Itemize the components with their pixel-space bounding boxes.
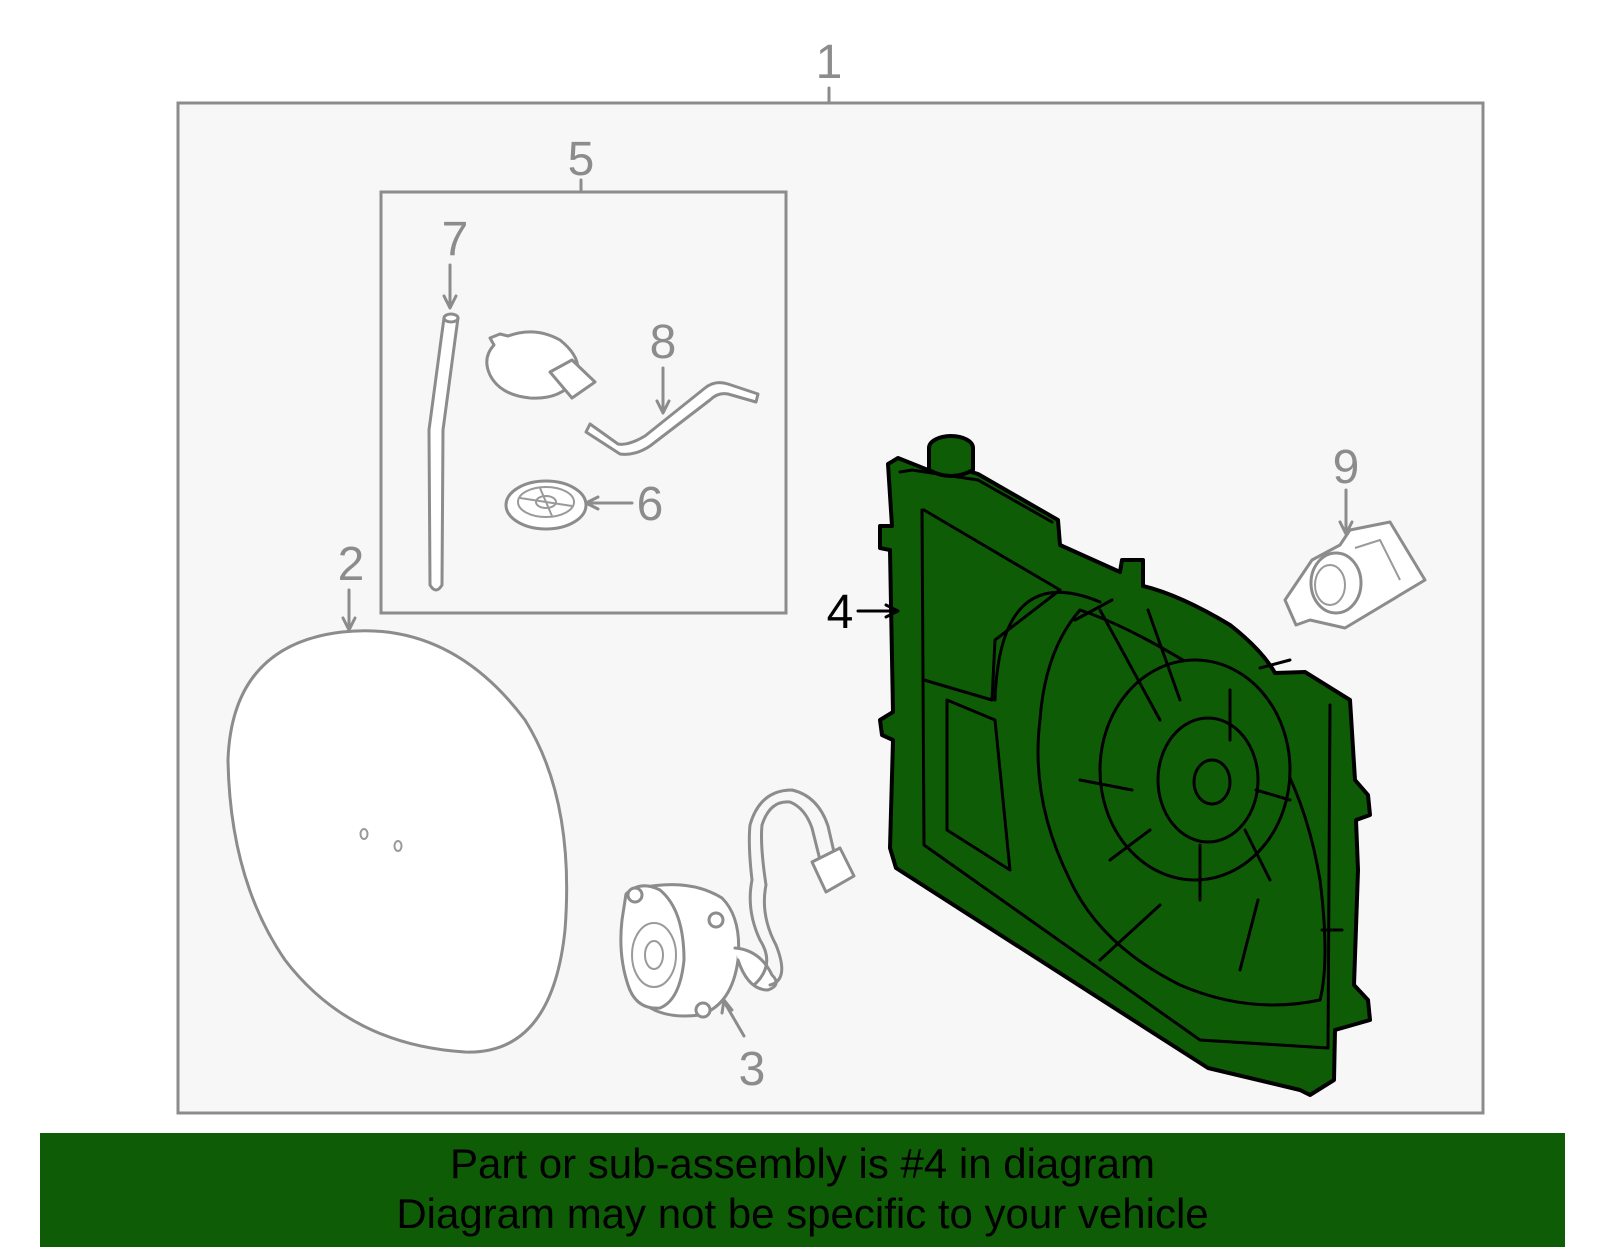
callout-8[interactable]: 8 [650, 316, 677, 369]
part-4-fan-shroud[interactable] [878, 434, 1372, 1097]
callout-5[interactable]: 5 [568, 133, 595, 186]
callout-1[interactable]: 1 [816, 36, 843, 89]
part-7-tube[interactable] [427, 312, 460, 592]
part-9-bracket[interactable] [1283, 520, 1427, 630]
banner-line-part: Part or sub-assembly is #4 in diagram [450, 1140, 1155, 1187]
callout-4-arrow [884, 603, 900, 619]
banner-line-disclaimer: Diagram may not be specific to your vehi… [396, 1190, 1209, 1237]
callout-6-arrow [584, 495, 600, 511]
callout-3-leader [724, 1003, 746, 1038]
callout-7[interactable]: 7 [442, 213, 469, 266]
callout-3[interactable]: 3 [739, 1043, 766, 1096]
callout-9[interactable]: 9 [1333, 441, 1360, 494]
callout-8-arrow [655, 399, 671, 415]
part-clip-bracket[interactable] [485, 330, 597, 400]
callout-9-arrow [1338, 520, 1354, 536]
callout-4[interactable]: 4 [827, 586, 854, 639]
callout-6[interactable]: 6 [637, 478, 664, 531]
part-8-wire-clip[interactable] [584, 381, 760, 456]
part-3-fan-motor[interactable] [619, 788, 856, 1019]
callout-7-arrow [442, 294, 458, 310]
parts-diagram: 1 5 7 8 6 2 [176, 36, 1485, 1115]
callout-3-arrow [720, 998, 734, 1015]
subassembly-box [379, 190, 788, 615]
callout-2[interactable]: 2 [338, 538, 365, 591]
part-6-grommet[interactable] [504, 479, 588, 531]
part-2-fan-blade[interactable] [226, 629, 569, 1054]
callout-2-arrow [341, 616, 357, 632]
info-banner: Part or sub-assembly is #4 in diagram Di… [40, 1133, 1565, 1247]
